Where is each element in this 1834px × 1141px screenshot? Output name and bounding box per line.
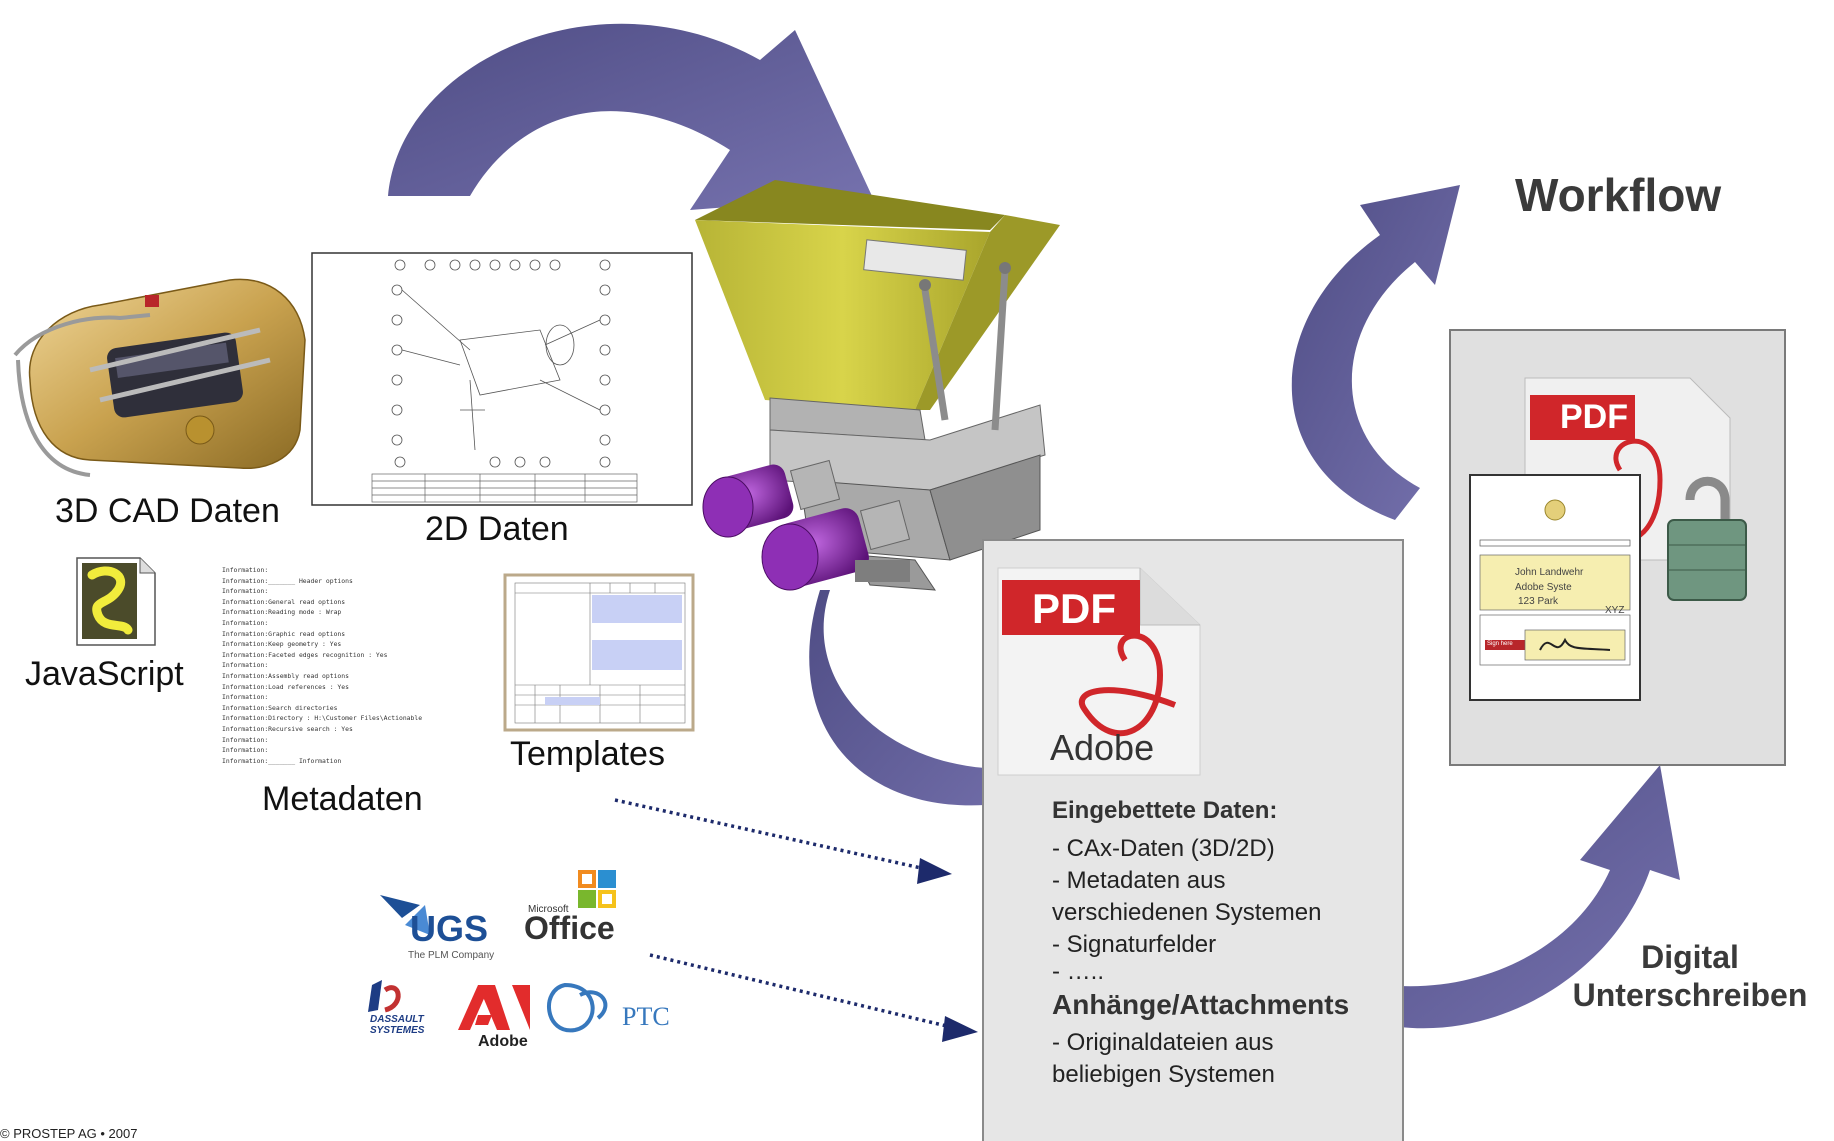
workflow-arrow (1291, 185, 1460, 520)
signed-doc-sign-label: Sign here (1487, 641, 1513, 647)
copyright: © PROSTEP AG • 2007 (0, 1126, 138, 1141)
digital-sign-line1: Digital (1641, 939, 1739, 975)
javascript-label: JavaScript (25, 655, 184, 693)
signed-document-graphic (1449, 329, 1786, 766)
office-logo-text: Office (524, 910, 615, 946)
metadata-line: Information: (222, 661, 269, 670)
adobe-logo-text: Adobe (478, 1033, 528, 1050)
dassault-logo-text-line2: SYSTEMES (370, 1025, 425, 1036)
office-logo-mark (578, 870, 616, 908)
metadata-line: Information:Load references : Yes (222, 682, 349, 691)
metadata-line: Information: (222, 618, 269, 627)
microsoft-small-text: Microsoft (528, 904, 569, 915)
metadata-line: Information: (222, 735, 269, 744)
metadata-line: Information:Faceted edges recognition : … (222, 650, 388, 659)
signed-doc-company: Adobe Syste (1515, 582, 1572, 593)
digital-sign-line2: Unterschreiben (1572, 977, 1808, 1013)
metadata-line: Information: (222, 587, 269, 596)
adobe-logo-mark (458, 985, 530, 1030)
attachment-item: beliebigen Systemen (1052, 1061, 1275, 1088)
data2d-label: 2D Daten (425, 510, 569, 548)
signed-doc-name: John Landwehr (1515, 567, 1584, 578)
top-flow-arrow (388, 23, 872, 210)
metadata-line: Information:Assembly read options (222, 671, 349, 680)
metadata-line: Information:Keep geometry : Yes (222, 640, 342, 649)
signed-pdf-badge-text: PDF (1560, 398, 1628, 436)
logos-dotted-arrow (649, 953, 978, 1042)
ugs-logo-mark (380, 895, 430, 935)
embedded-data-text: Eingebettete Daten: - CAx-Daten (3D/2D) … (1052, 795, 1397, 1091)
cad3d-label: 3D CAD Daten (55, 492, 280, 530)
templates-dotted-arrow (614, 798, 952, 884)
signed-doc-field: XYZ (1605, 605, 1625, 616)
templates-form (503, 573, 695, 732)
metadata-line: Information:Search directories (222, 703, 338, 712)
pdf-brand-text: Adobe (1050, 727, 1155, 768)
javascript-file-icon (76, 557, 156, 646)
dassault-logo-mark (368, 980, 401, 1013)
workflow-label: Workflow (1515, 169, 1722, 221)
metadata-line: Information:Graphic read options (222, 629, 346, 638)
embedded-heading: Eingebettete Daten: (1052, 797, 1278, 824)
embedded-item: - Metadaten aus (1052, 867, 1226, 894)
metadata-line: Information:_______ Header options (222, 576, 353, 585)
embedded-panel-bg (982, 539, 1404, 1141)
metadata-line: Information: (222, 566, 269, 574)
metadata-line: Information:General read options (222, 597, 346, 606)
ugs-logo-text: UGS (410, 908, 489, 949)
metadata-log: Information: Information:_______ Header … (222, 565, 452, 766)
metadata-line: Information:_______ Information (222, 756, 342, 765)
digital-sign-label: Digital Unterschreiben (1550, 938, 1830, 1014)
ugs-tagline: The PLM Company (408, 950, 495, 961)
templates-label: Templates (510, 735, 665, 773)
pdf-badge-text: PDF (1032, 585, 1116, 632)
hopper-machine (695, 180, 1060, 591)
embedded-item: verschiedenen Systemen (1052, 899, 1322, 926)
metadata-line: Information:Recursive search : Yes (222, 724, 353, 733)
metadaten-label: Metadaten (262, 780, 423, 818)
metadata-line: Information:Reading mode : Wrap (222, 608, 342, 617)
attachments-heading: Anhänge/Attachments (1052, 989, 1350, 1020)
metadata-line: Information:Directory : H:\Customer File… (222, 714, 423, 723)
signed-doc-address: 123 Park (1518, 596, 1559, 607)
ptc-logo-text: PTC (622, 1002, 670, 1031)
drawing-2d (311, 252, 693, 506)
dassault-logo-text-line1: DASSAULT (370, 1014, 424, 1025)
embedded-item: - ….. (1052, 958, 1104, 985)
brake-caliper-3d (13, 278, 306, 477)
embedded-item: - CAx-Daten (3D/2D) (1052, 835, 1275, 862)
embedded-item: - Signaturfelder (1052, 931, 1217, 958)
ptc-logo-mark (547, 982, 608, 1033)
attachment-item: - Originaldateien aus (1052, 1029, 1274, 1056)
metadata-line: Information: (222, 693, 269, 702)
metadata-line: Information: (222, 746, 269, 755)
